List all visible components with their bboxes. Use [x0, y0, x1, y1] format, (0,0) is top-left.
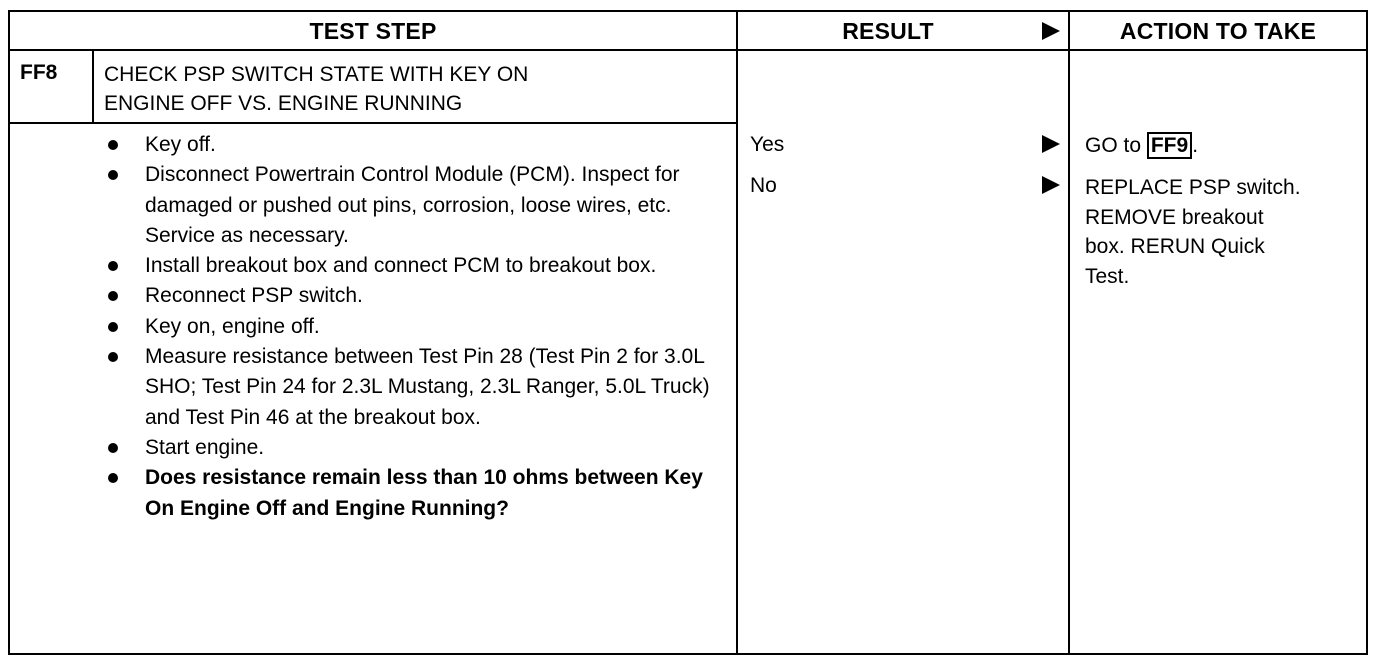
- procedure-question: Does resistance remain less than 10 ohms…: [101, 463, 731, 524]
- step-id-divider: [92, 49, 94, 124]
- procedure-item-text: Reconnect PSP switch.: [145, 284, 363, 308]
- header-arrow-icon: [1042, 22, 1060, 40]
- procedure-item-text: Measure resistance between Test Pin 28 (…: [145, 345, 710, 429]
- bullet-icon: [108, 140, 118, 150]
- step-title-divider: [8, 122, 738, 124]
- header-result: RESULT: [842, 17, 934, 44]
- procedure-item: Reconnect PSP switch.: [101, 281, 731, 311]
- procedure-item: Key on, engine off.: [101, 312, 731, 342]
- step-title-line-1: CHECK PSP SWITCH STATE WITH KEY ON: [104, 63, 529, 86]
- procedure-item-text: Install breakout box and connect PCM to …: [145, 254, 657, 278]
- header-divider: [8, 49, 1368, 51]
- right-border: [1366, 10, 1368, 655]
- result-action-divider: [1068, 10, 1070, 655]
- result-yes: Yes: [750, 133, 785, 156]
- bullet-icon: [108, 170, 118, 181]
- step-title-line-2: ENGINE OFF VS. ENGINE RUNNING: [104, 92, 463, 115]
- action-no-line-1: REPLACE PSP switch.: [1085, 176, 1301, 199]
- left-border: [8, 10, 10, 655]
- bullet-icon: [108, 442, 118, 453]
- procedure-item: Start engine.: [101, 433, 731, 463]
- action-no-line-4: Test.: [1085, 264, 1130, 288]
- header-test-step: TEST STEP: [309, 17, 437, 44]
- bullet-icon: [108, 321, 118, 332]
- bullet-icon: [108, 261, 118, 272]
- bottom-border: [8, 653, 1368, 655]
- bullet-icon: [108, 352, 118, 363]
- action-yes: GO to FF9.: [1085, 131, 1367, 161]
- procedure-item-text: Key on, engine off.: [145, 314, 320, 338]
- bullet-icon: [108, 291, 118, 302]
- procedure-item-text: Disconnect Powertrain Control Module (PC…: [145, 163, 680, 247]
- procedure-list: Key off. Disconnect Powertrain Control M…: [101, 130, 731, 524]
- procedure-item-text: Start engine.: [145, 435, 265, 459]
- procedure-item-text: Key off.: [145, 133, 216, 156]
- procedure-item: Key off.: [101, 130, 731, 160]
- yes-arrow-icon: [1042, 135, 1060, 153]
- top-border: [8, 10, 1368, 12]
- header-action-to-take: ACTION TO TAKE: [1119, 17, 1317, 44]
- action-yes-prefix: GO to: [1085, 134, 1147, 157]
- action-yes-suffix: .: [1192, 134, 1199, 157]
- step-title: CHECK PSP SWITCH STATE WITH KEY ON ENGIN…: [104, 60, 724, 118]
- step-ref-ff9[interactable]: FF9: [1146, 132, 1193, 159]
- procedure-item: Install breakout box and connect PCM to …: [101, 251, 731, 281]
- no-arrow-icon: [1042, 176, 1060, 194]
- action-no-line-2: REMOVE breakout: [1085, 205, 1264, 229]
- diagnostic-table: TEST STEP RESULT ACTION TO TAKE FF8 CHEC…: [8, 10, 1368, 656]
- procedure-item: Disconnect Powertrain Control Module (PC…: [101, 160, 731, 251]
- procedure-item: Measure resistance between Test Pin 28 (…: [101, 342, 731, 433]
- bullet-icon: [108, 473, 118, 484]
- step-id: FF8: [20, 61, 58, 84]
- procedure-question-text: Does resistance remain less than 10 ohms…: [145, 466, 703, 520]
- test-step-result-divider: [736, 10, 738, 655]
- action-no-line-3: box. RERUN Quick: [1085, 235, 1265, 258]
- action-no: REPLACE PSP switch. REMOVE breakout box.…: [1085, 173, 1367, 291]
- result-no: No: [750, 174, 777, 197]
